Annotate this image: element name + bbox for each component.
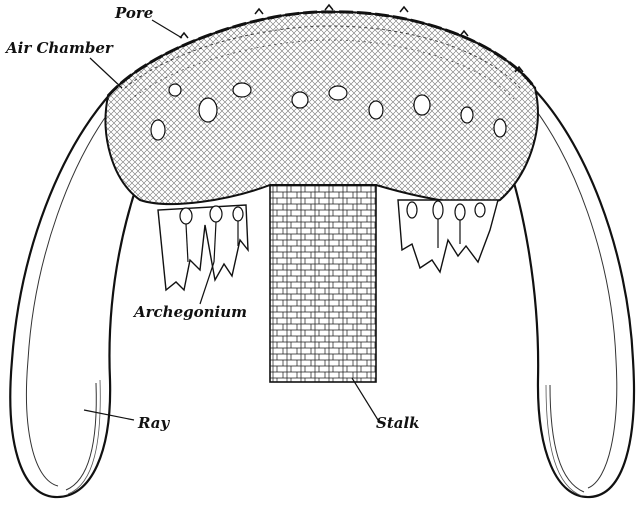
label-air-chamber: Air Chamber: [6, 41, 113, 56]
label-ray: Ray: [138, 416, 169, 431]
label-archegonium: Archegonium: [134, 305, 247, 320]
label-pore: Pore: [115, 6, 153, 21]
archegonia-right: [398, 200, 498, 272]
receptacle-disc: [106, 12, 538, 204]
archegonia-left: [158, 205, 248, 290]
label-stalk: Stalk: [376, 416, 420, 431]
